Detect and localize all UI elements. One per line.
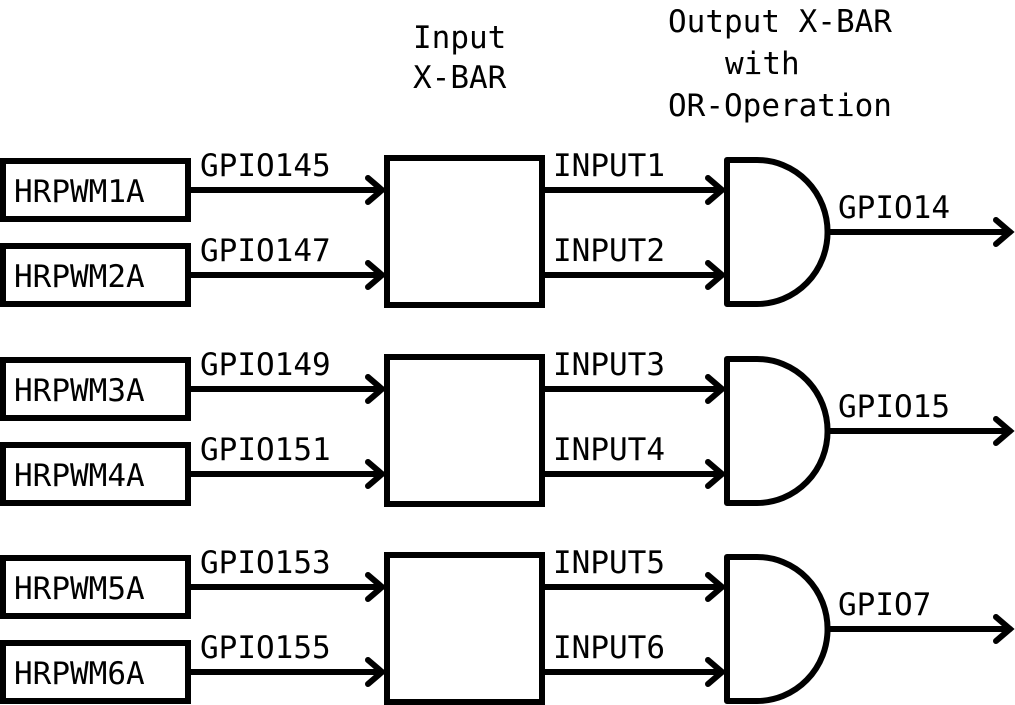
input-xbar-header-line1: Input bbox=[413, 20, 506, 56]
arrow-right-icon bbox=[993, 614, 1015, 644]
arrow-right-icon bbox=[365, 572, 387, 602]
pwm-module-box bbox=[0, 158, 191, 222]
xbar-input-label: INPUT6 bbox=[553, 630, 665, 666]
xbar-input-label: INPUT4 bbox=[553, 432, 665, 468]
arrow-right-icon bbox=[705, 657, 727, 687]
arrow-right-icon bbox=[365, 657, 387, 687]
arrow-right-icon bbox=[993, 217, 1015, 247]
pwm-module-label: HRPWM3A bbox=[14, 373, 145, 409]
pwm-module-label: HRPWM4A bbox=[14, 458, 145, 494]
pwm-module-box bbox=[0, 357, 191, 421]
gpio-label: GPIO147 bbox=[200, 233, 331, 269]
arrow-right-icon bbox=[705, 374, 727, 404]
output-xbar-header-line1: Output X-BAR bbox=[668, 4, 892, 40]
pwm-module-label: HRPWM5A bbox=[14, 571, 145, 607]
output-gpio-label: GPIO7 bbox=[838, 587, 931, 623]
gpio-label: GPIO149 bbox=[200, 347, 331, 383]
arrow-right-icon bbox=[705, 175, 727, 205]
input-xbar-box bbox=[384, 354, 545, 507]
pwm-module-label: HRPWM1A bbox=[14, 174, 145, 210]
arrow-right-icon bbox=[365, 175, 387, 205]
or-gate-icon bbox=[724, 157, 831, 307]
pwm-module-box bbox=[0, 243, 191, 307]
arrow-right-icon bbox=[365, 459, 387, 489]
arrow-right-icon bbox=[365, 260, 387, 290]
input-xbar-header-line2: X-BAR bbox=[413, 60, 507, 96]
xbar-input-label: INPUT5 bbox=[553, 545, 665, 581]
arrow-right-icon bbox=[365, 374, 387, 404]
output-gpio-label: GPIO15 bbox=[838, 389, 950, 425]
output-xbar-header-line3: OR-Operation bbox=[668, 88, 892, 124]
input-xbar-box bbox=[384, 155, 545, 308]
or-gate-icon bbox=[724, 356, 831, 506]
arrow-right-icon bbox=[705, 260, 727, 290]
input-xbar-box bbox=[384, 552, 545, 705]
pwm-module-label: HRPWM6A bbox=[14, 656, 145, 692]
arrow-right-icon bbox=[993, 416, 1015, 446]
xbar-input-label: INPUT1 bbox=[553, 148, 665, 184]
gpio-label: GPIO155 bbox=[200, 630, 331, 666]
pwm-module-box bbox=[0, 640, 191, 704]
gpio-label: GPIO153 bbox=[200, 545, 331, 581]
gpio-label: GPIO145 bbox=[200, 148, 331, 184]
gpio-label: GPIO151 bbox=[200, 432, 331, 468]
xbar-input-label: INPUT3 bbox=[553, 347, 665, 383]
pwm-module-label: HRPWM2A bbox=[14, 259, 145, 295]
arrow-right-icon bbox=[705, 572, 727, 602]
arrow-right-icon bbox=[705, 459, 727, 489]
xbar-input-label: INPUT2 bbox=[553, 233, 665, 269]
output-gpio-label: GPIO14 bbox=[838, 190, 950, 226]
or-gate-icon bbox=[724, 554, 831, 704]
output-xbar-header-line2: with bbox=[725, 46, 800, 82]
